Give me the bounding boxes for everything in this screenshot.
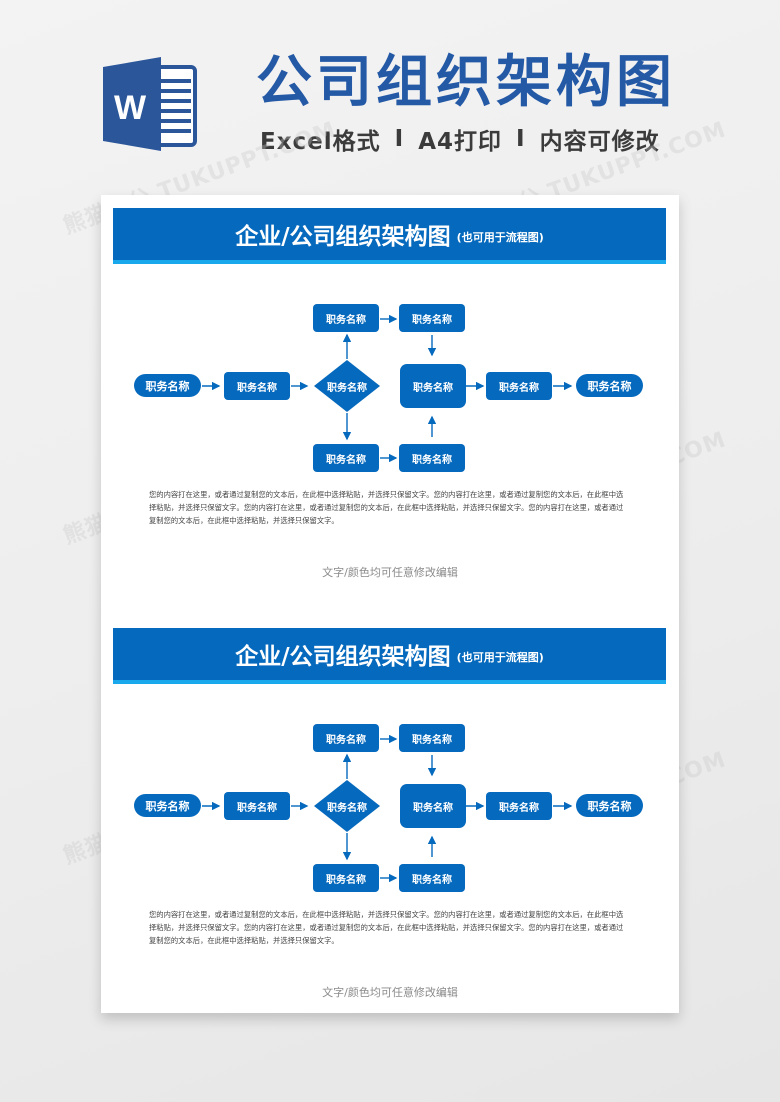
flow-node-step2[interactable]: 职务名称 <box>486 792 552 820</box>
flow-arrows <box>202 734 573 883</box>
flow-node-decision-label: 职务名称 <box>327 802 367 814</box>
section-header-subtitle: (也可用于流程图) <box>456 230 544 244</box>
banner: W 公司组织架构图 Excel格式 I A4打印 I 内容可修改 <box>0 0 780 190</box>
flow-node-step1[interactable]: 职务名称 <box>224 372 290 400</box>
svg-text:W: W <box>114 89 147 127</box>
flow-node-end[interactable]: 职务名称 <box>576 794 643 817</box>
body-text: 您的内容打在这里，或者通过复制您的文本后，在此框中选择粘贴，并选择只保留文字。您… <box>149 910 624 945</box>
flow-node-top-right[interactable]: 职务名称 <box>399 724 465 752</box>
flow-node-bottom-right[interactable]: 职务名称 <box>399 864 465 892</box>
flow-node-bottom-left[interactable]: 职务名称 <box>313 444 379 472</box>
flow-node-decision-label: 职务名称 <box>327 382 367 394</box>
flow-node-merge[interactable]: 职务名称 <box>400 364 466 408</box>
word-document-icon: W <box>103 57 199 151</box>
flow-node-start[interactable]: 职务名称 <box>134 374 201 397</box>
flow-node-step1[interactable]: 职务名称 <box>224 792 290 820</box>
flow-node-top-left[interactable]: 职务名称 <box>313 304 379 332</box>
subtitle-editable: 内容可修改 <box>539 129 660 155</box>
flow-arrows <box>202 314 573 463</box>
section-header-subtitle: (也可用于流程图) <box>456 650 544 664</box>
subtitle-format: Excel格式 <box>260 129 381 155</box>
banner-title: 公司组织架构图 <box>256 50 676 115</box>
flow-node-end[interactable]: 职务名称 <box>576 374 643 397</box>
edit-note: 文字/颜色均可任意修改编辑 <box>322 986 458 999</box>
banner-subtitle: Excel格式 I A4打印 I 内容可修改 <box>260 122 660 156</box>
subtitle-separator: I <box>516 126 526 152</box>
body-text: 您的内容打在这里，或者通过复制您的文本后，在此框中选择粘贴，并选择只保留文字。您… <box>149 490 624 525</box>
subtitle-separator: I <box>394 126 405 152</box>
flow-node-decision[interactable]: 职务名称 <box>314 780 380 832</box>
section-header: 企业/公司组织架构图 (也可用于流程图) <box>113 628 666 684</box>
flow-node-step2[interactable]: 职务名称 <box>486 372 552 400</box>
document-page: 企业/公司组织架构图 (也可用于流程图) <box>101 195 679 1013</box>
section-header-title: 企业/公司组织架构图 <box>235 224 451 250</box>
flow-node-bottom-right[interactable]: 职务名称 <box>399 444 465 472</box>
section-header: 企业/公司组织架构图 (也可用于流程图) <box>113 208 666 264</box>
flow-node-bottom-left[interactable]: 职务名称 <box>313 864 379 892</box>
edit-note: 文字/颜色均可任意修改编辑 <box>322 566 458 579</box>
flowchart: 职务名称 职务名称 职务名称 职务名称 职务名称 职务名称 职务名称 职务名称 … <box>101 615 679 905</box>
flowchart: 职务名称 职务名称 职务名称 职务名称 职务名称 职务名称 职务名称 职务名称 … <box>101 195 679 485</box>
section-header-title: 企业/公司组织架构图 <box>235 644 451 670</box>
flow-node-merge[interactable]: 职务名称 <box>400 784 466 828</box>
flow-node-start[interactable]: 职务名称 <box>134 794 201 817</box>
flow-node-decision[interactable]: 职务名称 <box>314 360 380 412</box>
subtitle-print: A4打印 <box>418 129 503 155</box>
flow-node-top-right[interactable]: 职务名称 <box>399 304 465 332</box>
flow-node-top-left[interactable]: 职务名称 <box>313 724 379 752</box>
